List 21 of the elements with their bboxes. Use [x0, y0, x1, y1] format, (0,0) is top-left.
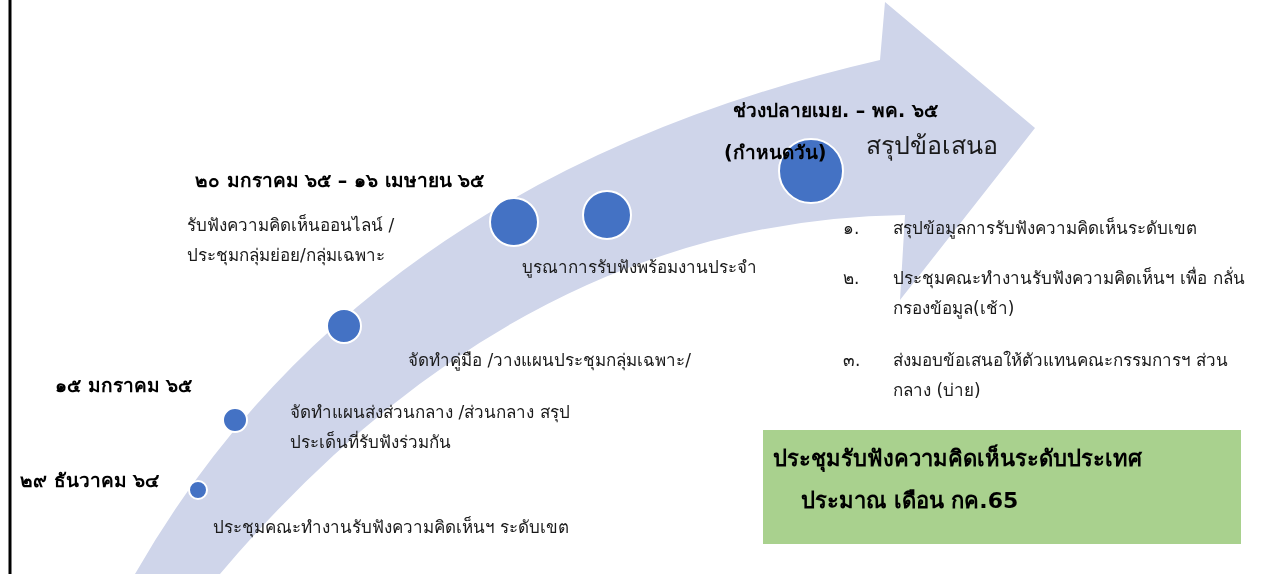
description-text: รับฟังความคิดเห็นออนไลน์ / ประชุมกลุ่มย่อย/กลุ่มเฉพาะ: [187, 213, 396, 268]
list-number: ๓.: [843, 349, 861, 372]
date-heading: ๒๐ มกราคม ๖๕ – ๑๖ เมษายน ๖๕: [195, 168, 485, 193]
milestone-dot: [188, 480, 208, 500]
list-number: ๒.: [843, 267, 860, 290]
box-text: ประชุมรับฟังความคิดเห็นระดับประเทศ: [773, 443, 1143, 474]
description-text: จัดทำแผนส่งส่วนกลาง /ส่วนกลาง สรุปประเด็นที่รับฟังร่วมกัน: [290, 401, 571, 454]
date-heading: ช่วงปลายเมย. – พค. ๖๕: [733, 98, 938, 123]
description-text: จัดทำคู่มือ /วางแผนประชุมกลุ่มเฉพาะ/: [408, 349, 691, 373]
description-text: ประชุมคณะทำงานรับฟังความคิดเห็นฯ ระดับเขต: [213, 515, 570, 540]
date-heading: ๑๕ มกราคม ๖๕: [55, 373, 193, 398]
list-number: ๑.: [843, 217, 860, 240]
description-text: บูรณาการรับฟังพร้อมงานประจำ: [522, 256, 757, 280]
date-heading: ๒๙ ธันวาคม ๖๔: [20, 468, 160, 493]
section-heading: สรุปข้อเสนอ: [866, 131, 998, 161]
milestone-dot: [222, 407, 248, 433]
list-item: ประชุมคณะทำงานรับฟังความคิดเห็นฯ เพื่อ กลั่นกรองข้อมูล(เช้า): [893, 265, 1246, 321]
list-item: สรุปข้อมูลการรับฟังความคิดเห็นระดับเขต: [893, 216, 1197, 241]
list-item: ส่งมอบข้อเสนอให้ตัวแทนคณะกรรมการฯ ส่วนกลาง (บ่าย): [893, 349, 1230, 402]
box-text: ประมาณ เดือน กค.65: [800, 487, 1020, 515]
summary-box: [763, 430, 1241, 544]
